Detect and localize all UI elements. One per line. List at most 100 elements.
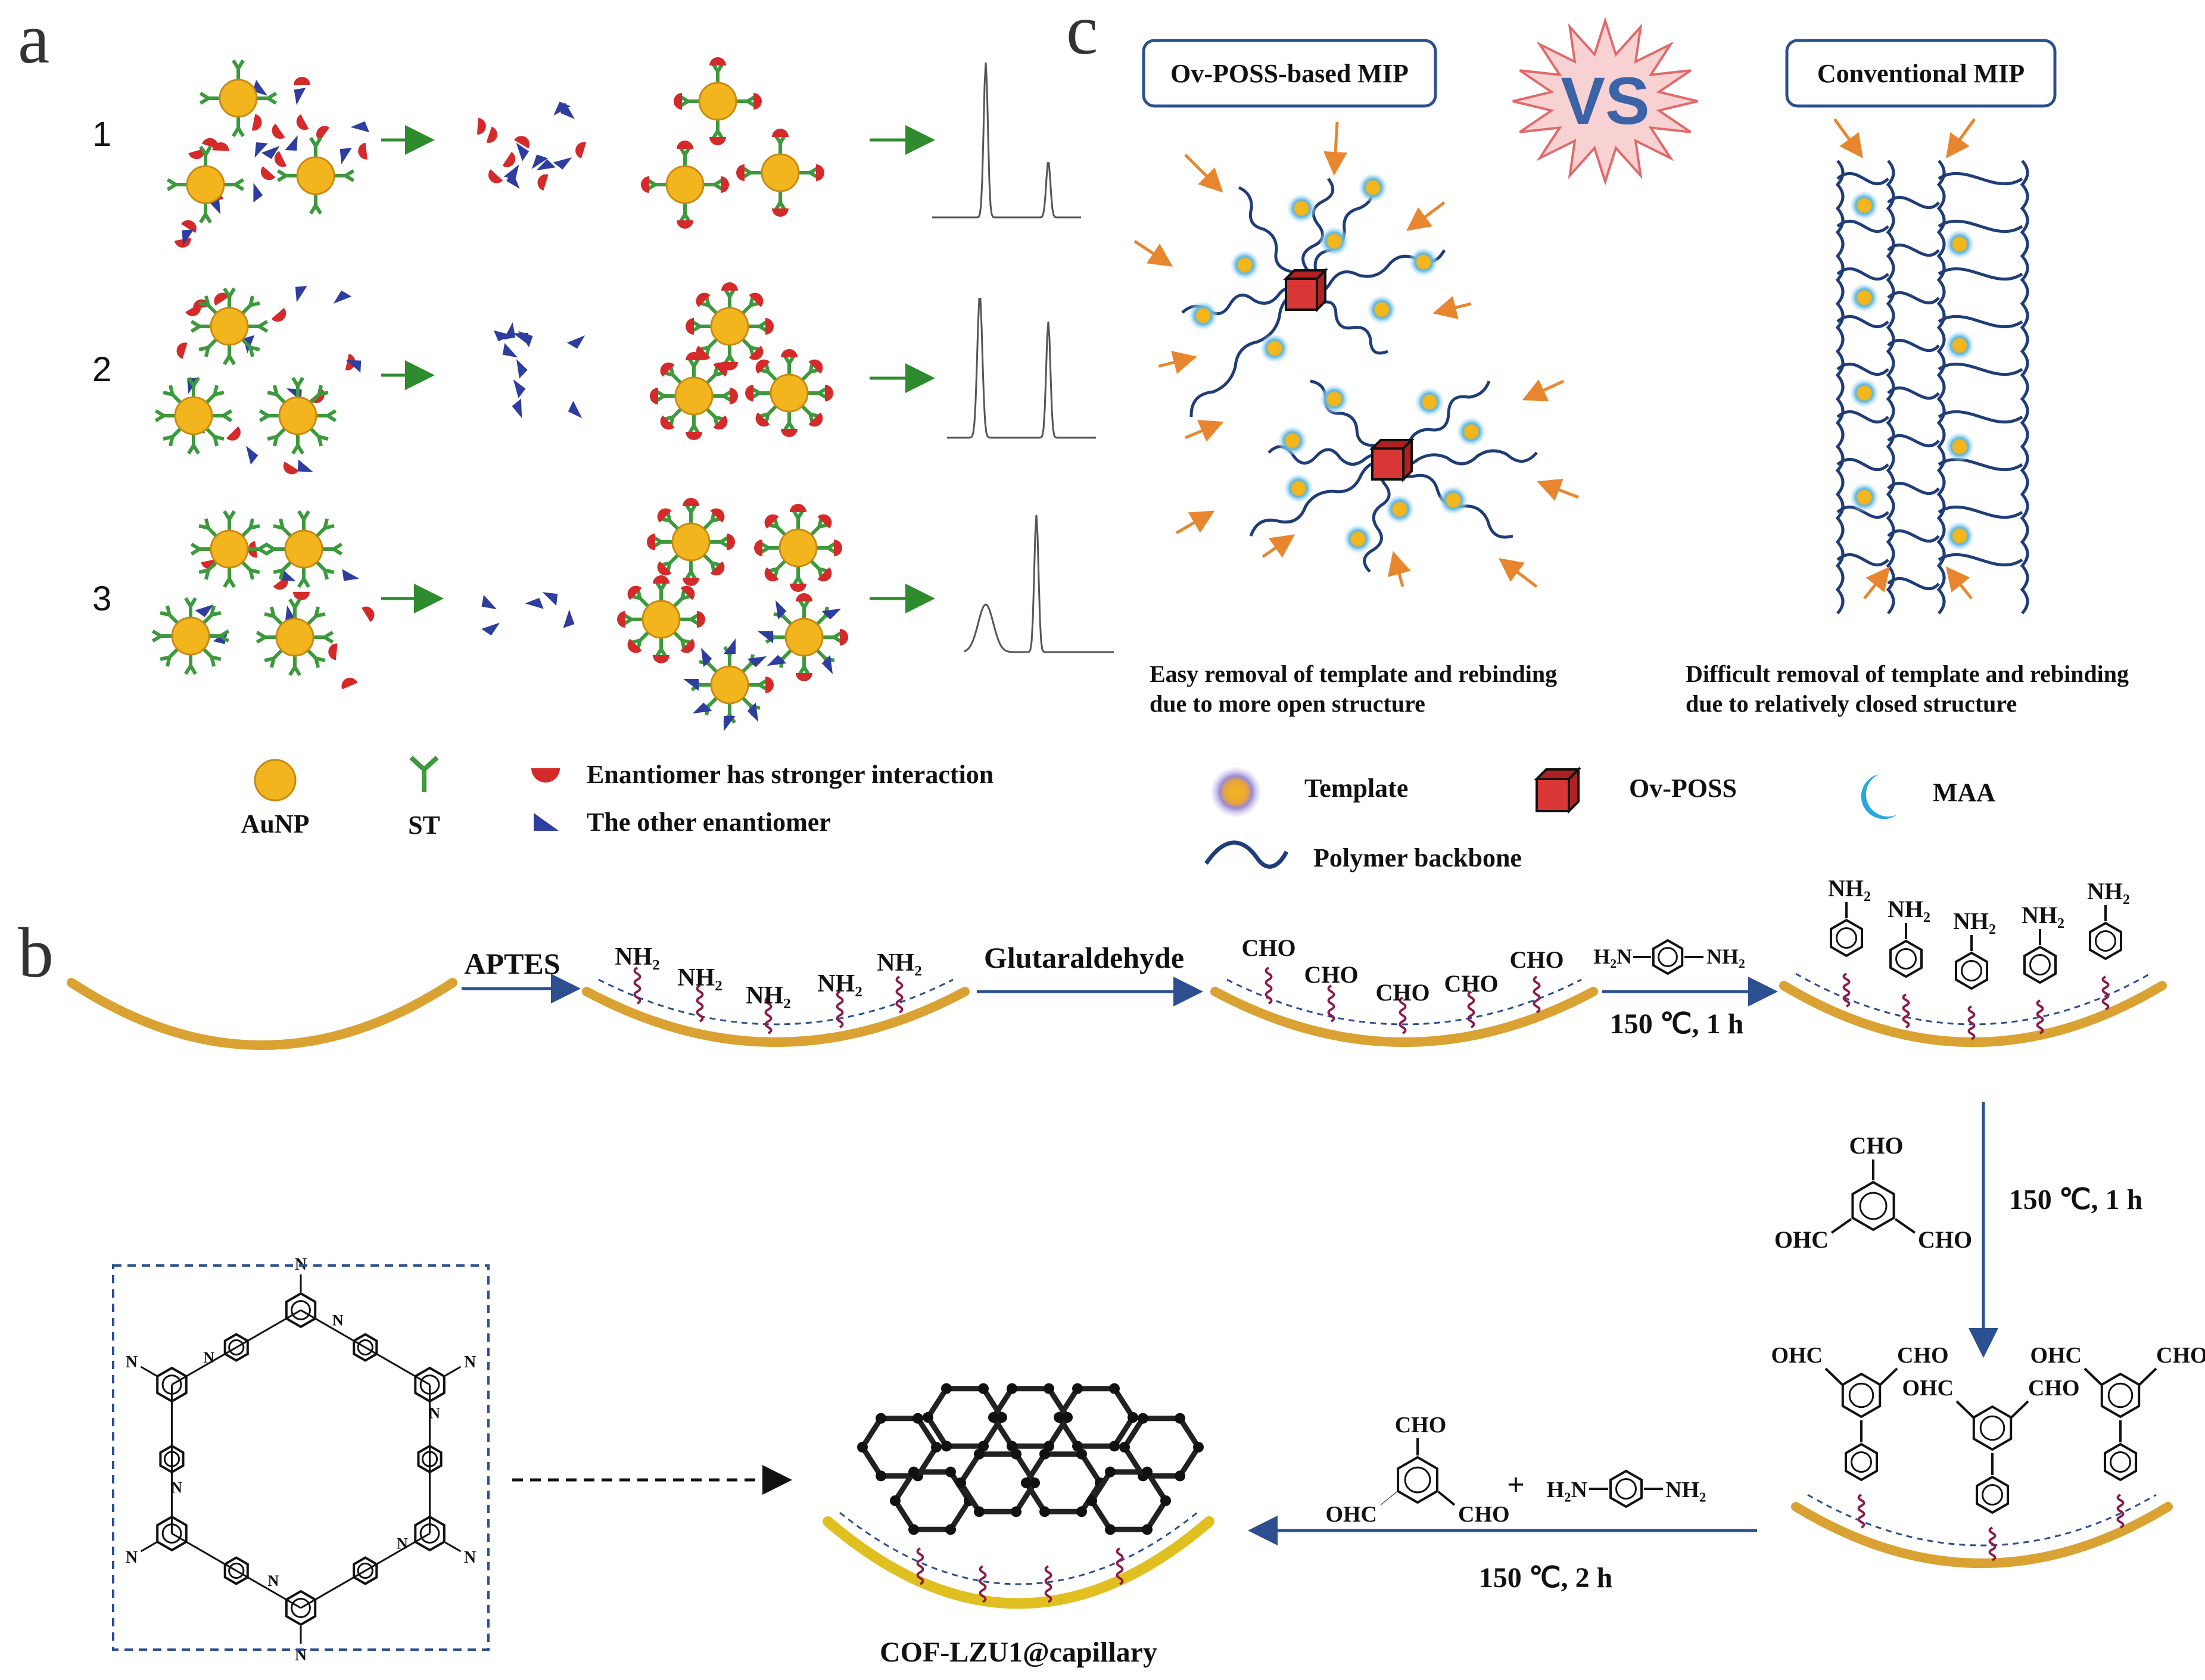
- st-ligand: [267, 390, 278, 397]
- st-ligand: [275, 393, 286, 404]
- red-enantiomer: [488, 169, 503, 183]
- aromatic-circle: [419, 1374, 440, 1395]
- panel-c-scheme: [1133, 118, 2029, 615]
- aunp-particle: [686, 282, 774, 370]
- st-ligand: [323, 631, 334, 639]
- triformyl-ring: [156, 1515, 188, 1552]
- template-molecule: [1945, 522, 1974, 550]
- st-ligand: [272, 436, 279, 447]
- red-enantiomer: [790, 584, 806, 592]
- blue-enantiomer: [542, 592, 558, 606]
- st-ligand: [250, 345, 260, 352]
- red-enantiomer: [660, 415, 675, 430]
- crosslink: [1887, 529, 1940, 543]
- template-molecule: [1320, 227, 1348, 255]
- red-enantiomer: [764, 567, 779, 582]
- red-enantiomer: [251, 114, 262, 131]
- row-label-3: 3: [92, 579, 111, 618]
- blue-enantiomer: [295, 286, 307, 303]
- st-legend-symbol: [409, 756, 439, 792]
- st-ligand: [314, 204, 322, 215]
- ov-poss-legend-label: Ov-POSS: [1629, 774, 1737, 803]
- orange-arrow: [1946, 118, 1976, 159]
- crosslink: [1887, 481, 1940, 495]
- st-ligand: [815, 649, 827, 660]
- red-enantiomer: [686, 318, 694, 335]
- bond: [444, 1541, 462, 1553]
- cho-label: CHO: [1849, 1132, 1903, 1159]
- st-ligand: [318, 435, 329, 441]
- cof-atom: [876, 1413, 886, 1424]
- cof-atom: [931, 1442, 942, 1453]
- red-enantiomer: [680, 585, 695, 600]
- surface-layer: [1226, 978, 1582, 1026]
- st-ligand: [222, 409, 233, 417]
- st-ligand: [668, 553, 680, 565]
- red-enantiomer: [674, 93, 682, 110]
- orange-arrow: [1406, 201, 1446, 231]
- cof-structure-box: [112, 1264, 490, 1651]
- cof-atom: [1029, 1478, 1040, 1488]
- red-enantiomer: [765, 318, 774, 335]
- cof-hexagon: [1088, 1469, 1169, 1532]
- st-ligand: [801, 370, 812, 382]
- blue-enantiomer: [246, 445, 259, 465]
- bond: [140, 1541, 157, 1553]
- crosslink: [1938, 362, 2023, 376]
- red-enantiomer: [627, 638, 642, 653]
- nitrogen-label: N: [332, 1311, 344, 1329]
- red-enantiomer: [710, 561, 725, 576]
- red-enantiomer: [713, 362, 728, 377]
- red-enantiomer: [840, 629, 848, 646]
- gold-core: [210, 529, 249, 569]
- linker-chain: [2101, 975, 2110, 1011]
- linker-chain: [1327, 984, 1335, 1023]
- linker-chain: [696, 984, 704, 1023]
- red-enantiomer: [834, 540, 842, 556]
- st-ligand: [241, 338, 252, 349]
- chromatogram-trace: [964, 515, 1114, 653]
- template-molecule: [1945, 432, 1974, 461]
- cof-atom: [876, 1470, 886, 1482]
- st-ligand: [258, 320, 269, 328]
- crosslink: [1836, 172, 1889, 186]
- strong-enantiomer-legend-label: Enantiomer has stronger interaction: [587, 760, 994, 789]
- left-caption-line1: Easy removal of template and rebinding: [1150, 660, 1557, 687]
- blue-enantiomer: [253, 183, 263, 202]
- right-caption-line1: Difficult removal of template and rebind…: [1686, 660, 2129, 687]
- red-enantiomer: [781, 429, 798, 437]
- crosslink: [1938, 314, 2023, 329]
- linker-chain: [2036, 999, 2044, 1034]
- red-enantiomer: [749, 345, 764, 360]
- template-molecule: [1850, 379, 1879, 407]
- st-ligand: [741, 662, 752, 674]
- orange-arrow: [1133, 239, 1173, 267]
- aptes-label: APTES: [464, 947, 560, 980]
- template-molecule: [1457, 417, 1485, 446]
- polymer-strand: [1936, 160, 1946, 615]
- polymer-strand: [1835, 160, 1845, 615]
- nitrogen-label: N: [429, 1405, 440, 1422]
- cof-atom: [1142, 1524, 1153, 1535]
- red-enantiomer: [817, 567, 832, 582]
- blue-enantiomer: [536, 159, 556, 171]
- bond: [1955, 1400, 1974, 1419]
- row-label-1: 1: [92, 115, 111, 154]
- st-ligand: [671, 407, 683, 419]
- capillary-wall: [823, 1516, 1214, 1609]
- aunp-particle: [745, 349, 833, 437]
- st-ligand: [702, 553, 714, 565]
- crosslink: [1938, 457, 2023, 472]
- cof-atom: [1105, 1524, 1116, 1535]
- blue-enantiomer: [195, 604, 214, 618]
- bond: [1380, 1491, 1397, 1506]
- gold-core: [770, 373, 809, 413]
- st-ligand: [204, 569, 210, 580]
- step5-condition: 150 ℃, 2 h: [1479, 1562, 1613, 1594]
- st-ligand: [234, 178, 245, 186]
- red-enantiomer: [790, 504, 806, 512]
- aunp-particle: [641, 141, 729, 229]
- red-enantiomer: [272, 123, 285, 139]
- blue-enantiomer: [767, 654, 787, 666]
- red-enantiomer: [176, 342, 188, 359]
